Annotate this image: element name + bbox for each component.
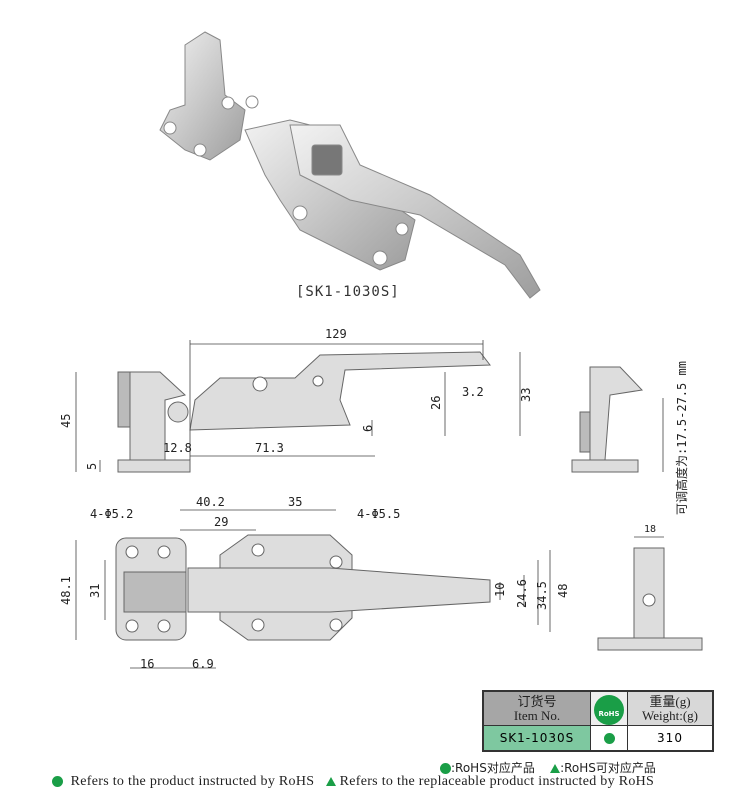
hook-bracket (159, 31, 259, 161)
end-top-view (597, 547, 703, 651)
circle-icon (52, 776, 63, 788)
cell-item: SK1-1030S (482, 725, 591, 752)
dim-48-1: 48.1 (59, 576, 73, 605)
dim-31: 31 (88, 584, 102, 598)
dim-45: 45 (59, 414, 73, 428)
dim-18: 18 (644, 524, 656, 535)
rohs-badge-icon: RoHS (594, 694, 624, 725)
side-view (117, 351, 491, 473)
technical-drawing: 129 3.2 26 33 45 6 5 12.8 71.3 可调高度为:17.… (59, 327, 703, 671)
dim-10: 10 (493, 583, 507, 597)
end-view (571, 366, 644, 473)
triangle-icon (550, 764, 561, 773)
dim-6-9: 6.9 (192, 657, 214, 671)
dim-29: 29 (214, 515, 228, 529)
dim-34-5: 34.5 (535, 581, 549, 610)
legend-en: Refers to the product instructed by RoHS… (52, 774, 654, 790)
dim-3-2: 3.2 (462, 385, 484, 399)
dim-40-2: 40.2 (196, 495, 225, 509)
dim-holes-right: 4-Φ5.5 (357, 507, 400, 521)
header-rohs: RoHS (590, 690, 628, 726)
dim-26: 26 (429, 396, 443, 410)
dim-71-3: 71.3 (255, 441, 284, 455)
dim-16: 16 (140, 657, 154, 671)
dim-48: 48 (556, 584, 570, 598)
table-row: SK1-1030S 310 (482, 725, 714, 752)
product-caption: [SK1-1030S] (296, 284, 400, 300)
rohs-circle-icon (603, 732, 615, 744)
dim-24-6: 24.6 (515, 579, 529, 608)
dim-6: 6 (361, 425, 375, 432)
cell-rohs (590, 725, 628, 752)
product-photo (159, 31, 541, 299)
dim-5: 5 (85, 463, 99, 470)
circle-icon (440, 763, 451, 774)
dim-129: 129 (325, 327, 347, 341)
top-view (115, 534, 491, 641)
latch-body (244, 119, 541, 299)
triangle-icon (325, 777, 336, 787)
legend-cn: :RoHS对应产品 :RoHS可对应产品 (440, 759, 656, 776)
dim-holes-left: 4-Φ5.2 (90, 507, 133, 521)
cell-weight: 310 (627, 725, 714, 752)
dim-12-8: 12.8 (163, 441, 192, 455)
dim-35: 35 (288, 495, 302, 509)
dim-33: 33 (519, 388, 533, 402)
header-weight: 重量(g)Weight:(g) (627, 690, 714, 726)
adjustable-height-note: 可调高度为:17.5-27.5 mm (674, 361, 689, 515)
